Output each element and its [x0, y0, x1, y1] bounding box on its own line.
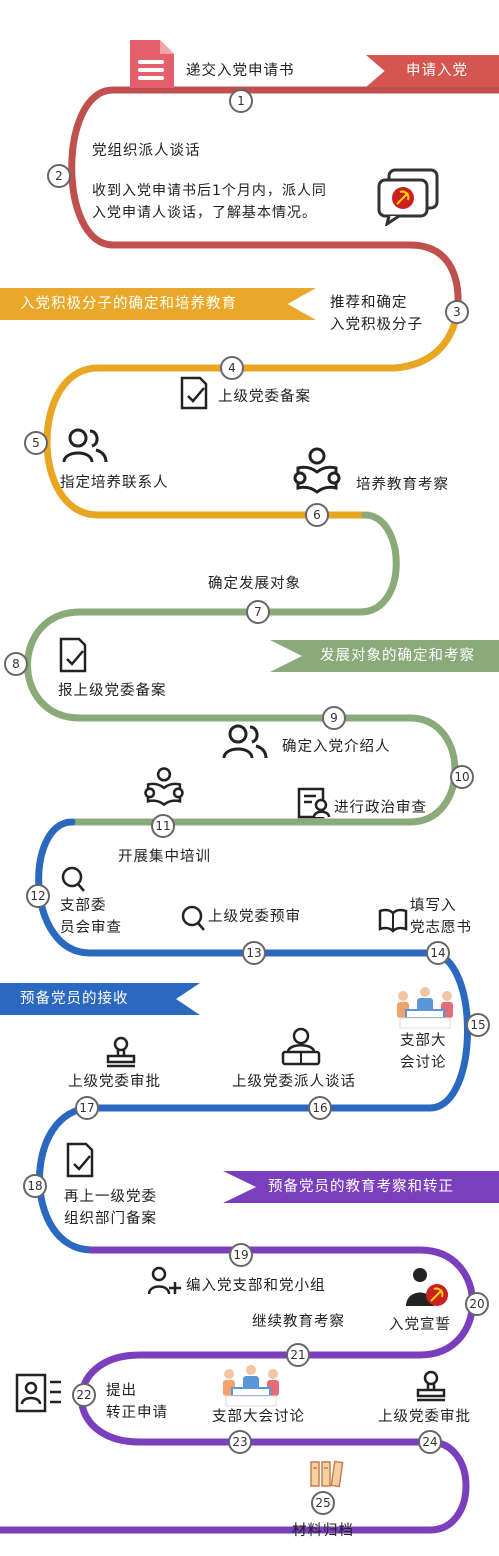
- track-red: [68, 86, 499, 316]
- stamp-icon: [106, 1036, 136, 1068]
- book-icon: [378, 908, 408, 933]
- document-icon: [130, 40, 174, 88]
- step-9-label: 确定入党介绍人: [282, 739, 391, 755]
- step-number-12: 12: [26, 884, 50, 908]
- step-number-18: 18: [23, 1174, 47, 1198]
- checklist-icon-2: [59, 637, 87, 673]
- step-18-label: 再上一级党委 组织部门备案: [64, 1189, 157, 1227]
- step-number-3: 3: [445, 300, 469, 324]
- step-number-11: 11: [151, 814, 175, 838]
- add-user-icon: [148, 1266, 181, 1295]
- step-24-label: 上级党委审批: [378, 1409, 471, 1425]
- step-8-label: 报上级党委备案: [58, 683, 167, 699]
- step-number-24: 24: [418, 1430, 442, 1454]
- people-icon: [62, 428, 108, 463]
- oath-icon: [406, 1268, 448, 1306]
- step-2-description: 收到入党申请书后1个月内，派人同 入党申请人谈话，了解基本情况。: [92, 183, 327, 221]
- reading-icon: [293, 447, 341, 494]
- step-number-14: 14: [426, 941, 450, 965]
- track-orange: [43, 308, 461, 519]
- archive-icon: [310, 1460, 344, 1488]
- interview-icon: [281, 1027, 321, 1066]
- step-23-label: 支部大会讨论: [212, 1409, 305, 1425]
- step-number-15: 15: [466, 1013, 490, 1037]
- banner-probationary-admission: 预备党员的接收: [0, 983, 200, 1015]
- people-icon-2: [222, 724, 268, 759]
- search-icon: [61, 866, 85, 892]
- step-number-4: 4: [220, 356, 244, 380]
- step-number-2: 2: [47, 164, 71, 188]
- checklist-icon: [180, 376, 208, 410]
- step-number-17: 17: [75, 1096, 99, 1120]
- meeting-icon-2: [223, 1365, 279, 1407]
- step-10-label: 进行政治审查: [334, 800, 427, 816]
- search-icon-2: [181, 905, 205, 931]
- step-number-5: 5: [24, 431, 48, 455]
- step-16-label: 上级党委派人谈话: [232, 1074, 356, 1090]
- banner-activist: 入党积极分子的确定和培养教育: [0, 288, 316, 320]
- profile-list-icon: [15, 1373, 61, 1413]
- step-21-label: 继续教育考察: [252, 1314, 345, 1330]
- step-number-7: 7: [246, 600, 270, 624]
- step-6-label: 培养教育考察: [356, 477, 449, 493]
- step-17-label: 上级党委审批: [68, 1074, 161, 1090]
- step-number-25: 25: [311, 1491, 335, 1515]
- meeting-icon: [397, 987, 453, 1029]
- banner-apply: 申请入党: [366, 55, 499, 87]
- step-number-6: 6: [305, 503, 329, 527]
- step-number-22: 22: [72, 1383, 96, 1407]
- step-14-label: 填写入 党志愿书: [410, 898, 472, 936]
- step-number-19: 19: [229, 1243, 253, 1267]
- step-2-title: 党组织派人谈话: [92, 143, 201, 159]
- step-number-13: 13: [242, 941, 266, 965]
- step-22-label: 提出 转正申请: [106, 1383, 168, 1421]
- step-1-label: 递交入党申请书: [186, 63, 295, 79]
- step-12-label: 支部委 员会审查: [60, 898, 122, 936]
- step-number-10: 10: [450, 765, 474, 789]
- step-number-23: 23: [228, 1430, 252, 1454]
- step-20-label: 入党宣誓: [389, 1317, 451, 1333]
- step-7-label: 确定发展对象: [208, 576, 301, 592]
- step-19-label: 编入党支部和党小组: [186, 1278, 326, 1294]
- step-number-1: 1: [229, 89, 253, 113]
- banner-development-object: 发展对象的确定和考察: [270, 640, 499, 672]
- step-15-label: 支部大 会讨论: [400, 1033, 447, 1071]
- step-13-label: 上级党委预审: [208, 909, 301, 925]
- step-5-label: 指定培养联系人: [60, 475, 169, 491]
- step-11-label: 开展集中培训: [118, 849, 211, 865]
- step-number-8: 8: [4, 652, 28, 676]
- checklist-icon-3: [66, 1142, 94, 1178]
- step-number-16: 16: [308, 1096, 332, 1120]
- step-4-label: 上级党委备案: [218, 389, 311, 405]
- chat-party-icon: [377, 168, 439, 226]
- step-25-label: 材料归档: [292, 1523, 354, 1539]
- step-number-20: 20: [465, 1292, 489, 1316]
- reading-icon-2: [144, 767, 184, 807]
- step-number-21: 21: [286, 1343, 310, 1367]
- document-review-icon: [297, 787, 331, 819]
- step-3-label: 推荐和确定 入党积极分子: [330, 295, 423, 333]
- banner-probationary-education: 预备党员的教育考察和转正: [223, 1171, 499, 1203]
- stamp-icon-2: [416, 1370, 446, 1402]
- step-number-9: 9: [322, 706, 346, 730]
